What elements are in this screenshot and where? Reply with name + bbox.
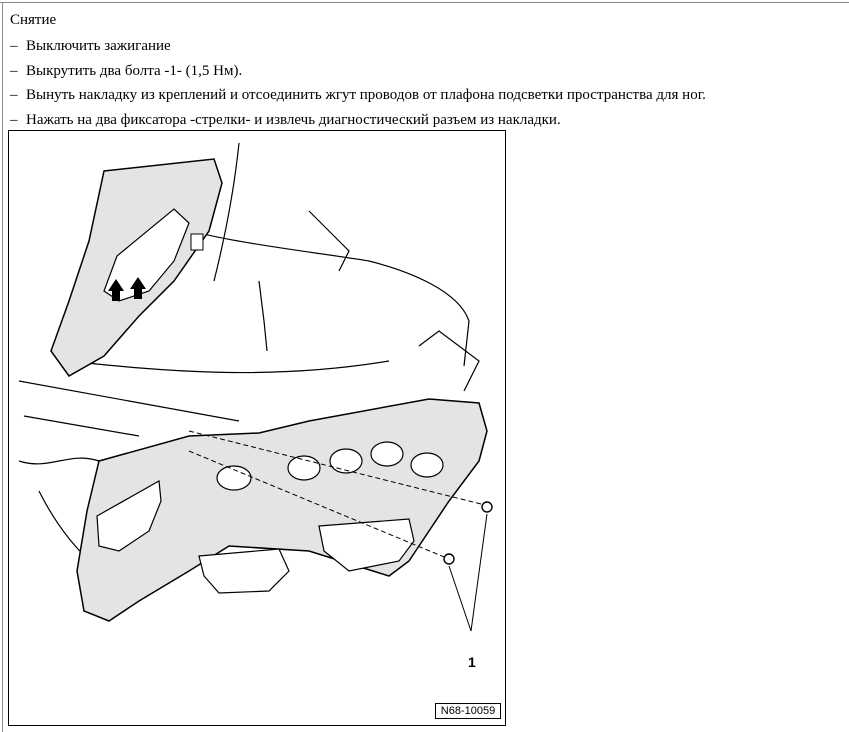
step-item: –Вынуть накладку из креплений и отсоедин… — [10, 86, 706, 111]
section-heading: Снятие — [10, 12, 57, 28]
background-dashboard-lines — [18, 142, 480, 572]
callout-leader-lines — [448, 513, 488, 632]
mounting-hole — [216, 465, 252, 491]
step-item: –Выключить зажигание — [10, 37, 706, 62]
mounting-hole — [287, 455, 321, 481]
bolt-guide-line — [188, 450, 450, 560]
step-bullet: – — [10, 111, 18, 128]
step-bullet: – — [10, 62, 18, 79]
step-text: Нажать на два фиксатора -стрелки- и извл… — [26, 111, 561, 128]
mounting-hole — [370, 441, 404, 467]
release-arrow-icon — [130, 277, 146, 299]
release-arrow-icon — [108, 279, 124, 301]
diagnostic-connector-housing — [103, 208, 190, 302]
steps-list: –Выключить зажигание –Выкрутить два болт… — [10, 37, 706, 135]
mounting-hole — [329, 448, 363, 474]
step-item: –Выкрутить два болта -1- (1,5 Нм). — [10, 62, 706, 87]
frame-top-border — [0, 2, 849, 3]
mounting-hole — [410, 452, 444, 478]
lower-connector-opening — [96, 480, 162, 552]
left-pedal — [198, 548, 290, 594]
technical-illustration: 1 N68-10059 — [8, 130, 506, 726]
step-bullet: – — [10, 38, 18, 54]
step-text: Выкрутить два болта -1- (1,5 Нм). — [26, 62, 243, 79]
bolt-1 — [481, 501, 493, 513]
bolt-1 — [443, 553, 455, 565]
bolt-guide-line — [188, 430, 490, 507]
frame-left-border — [2, 2, 3, 732]
illustration-drawing — [18, 142, 493, 632]
right-pedal — [318, 518, 415, 572]
step-text: Выключить зажигание — [26, 38, 171, 54]
callout-number: 1 — [468, 654, 476, 670]
step-bullet: – — [10, 87, 18, 103]
figure-code: N68-10059 — [435, 703, 501, 719]
upper-clip — [190, 233, 204, 251]
step-item: –Нажать на два фиксатора -стрелки- и изв… — [10, 111, 706, 136]
step-text: Вынуть накладку из креплений и отсоедини… — [26, 87, 706, 103]
